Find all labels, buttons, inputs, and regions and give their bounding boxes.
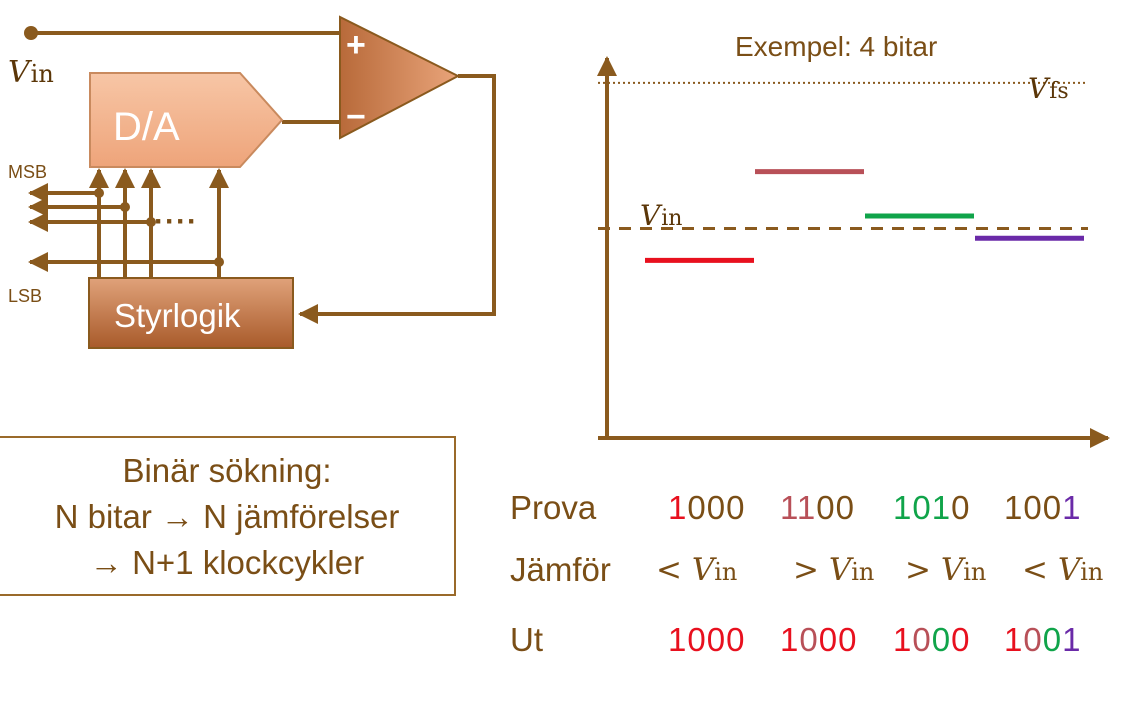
prova-code-3: 1010 bbox=[893, 489, 971, 526]
ut-label: Ut bbox=[510, 621, 543, 658]
jamfor-label: Jämför bbox=[510, 551, 611, 588]
lsb-label: LSB bbox=[8, 286, 42, 306]
msb-label: MSB bbox=[8, 162, 47, 182]
ut-code-4: 1001 bbox=[1004, 621, 1082, 658]
tap-node-3 bbox=[146, 217, 156, 227]
prova-code-4: 1001 bbox=[1004, 489, 1082, 526]
comparator bbox=[339, 15, 461, 140]
ut-code-1: 1000 bbox=[668, 621, 746, 658]
comparison-3: > Vin bbox=[905, 552, 987, 588]
comparator-minus: − bbox=[346, 98, 366, 136]
dac-block bbox=[89, 72, 284, 168]
prova-code-1: 1000 bbox=[668, 489, 746, 526]
vin-reference-label: Vin bbox=[640, 199, 682, 232]
feedback-wire bbox=[298, 74, 496, 324]
vfs-label: Vfs bbox=[1028, 72, 1069, 105]
circuit bbox=[24, 26, 496, 324]
ut-code-3: 1000 bbox=[893, 621, 971, 658]
ellipsis-dots: ···· bbox=[154, 205, 198, 238]
control-logic-block bbox=[88, 277, 294, 349]
tap-node-2 bbox=[120, 202, 130, 212]
search-box-line-1: Binär sökning: bbox=[122, 452, 332, 489]
tap-node-1 bbox=[94, 188, 104, 198]
comparator-plus: + bbox=[346, 26, 366, 64]
comparison-2: > Vin bbox=[793, 552, 875, 588]
binary-search-box: Binär sökning: N bitar → N jämförelser →… bbox=[0, 436, 456, 596]
search-box-line-3: → N+1 klockcykler bbox=[89, 544, 365, 581]
chart-title: Exempel: 4 bitar bbox=[735, 31, 937, 62]
comparison-1: < Vin bbox=[656, 552, 738, 588]
prova-label: Prova bbox=[510, 489, 597, 526]
prova-code-2: 1100 bbox=[780, 489, 855, 526]
vin-label: Vin bbox=[8, 55, 54, 90]
comparison-4: < Vin bbox=[1022, 552, 1104, 588]
tap-node-4 bbox=[214, 257, 224, 267]
search-box-line-2: N bitar → N jämförelser bbox=[54, 498, 400, 535]
control-logic-label: Styrlogik bbox=[114, 297, 241, 334]
ut-code-2: 1000 bbox=[780, 621, 858, 658]
chart: Exempel: 4 bitar Vfs Vin bbox=[597, 31, 1110, 448]
dac-label: D/A bbox=[113, 105, 180, 149]
